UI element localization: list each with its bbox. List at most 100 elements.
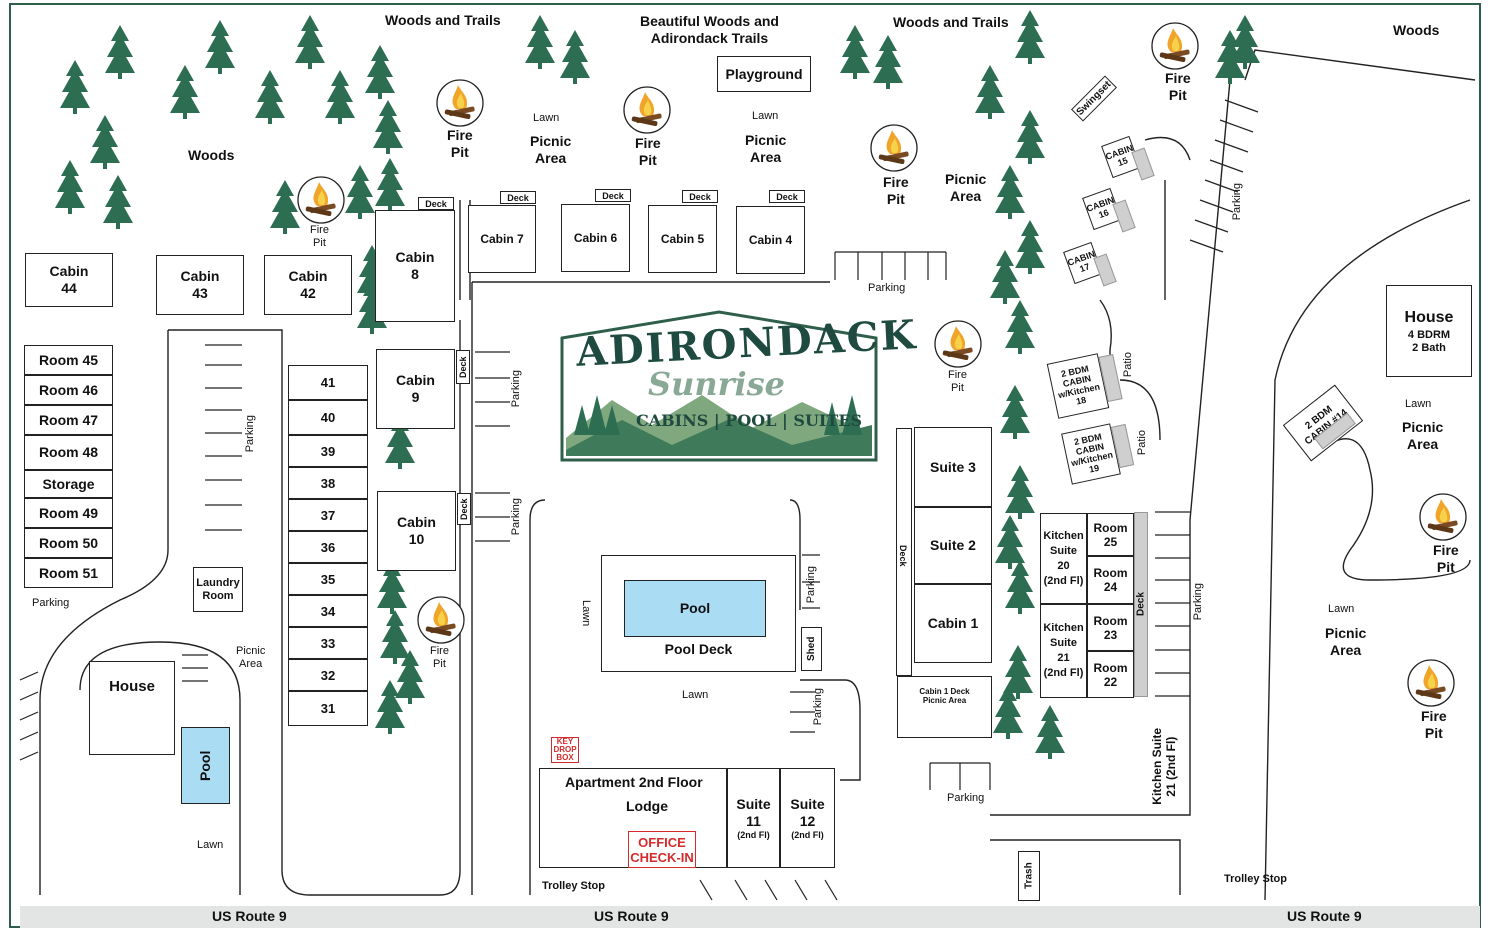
kitchen-suite-21-label: Kitchen Suite 21 (2nd Fl) bbox=[1150, 728, 1178, 805]
house-4bdrm-sub: 4 BDRM 2 Bath bbox=[1407, 329, 1451, 354]
suite-11-floor: (2nd Fl) bbox=[737, 830, 770, 840]
woods-label: Woods bbox=[188, 147, 235, 163]
parking-label: Parking bbox=[947, 792, 985, 804]
lawn-label: Lawn bbox=[1405, 398, 1432, 410]
logo-sign bbox=[560, 310, 878, 462]
parking-label: Parking bbox=[244, 415, 256, 453]
cabin-9: Cabin 9 bbox=[376, 349, 455, 429]
woods-trails-label: Woods and Trails bbox=[893, 14, 1009, 30]
parking-label: Parking bbox=[805, 566, 817, 604]
picnic-area-label: Picnic Area bbox=[745, 132, 787, 165]
lawn-label: Lawn bbox=[197, 839, 224, 851]
fire-pit-label: Fire Pit bbox=[1433, 542, 1459, 575]
suite-11: Suite 11 (2nd Fl) bbox=[727, 768, 780, 868]
rooms-left-block: Room 45 Room 46 Room 47 Room 48 Storage … bbox=[24, 345, 113, 588]
room-34: 34 bbox=[288, 595, 368, 627]
patio-label: Patio bbox=[1136, 430, 1148, 456]
route-label: US Route 9 bbox=[1287, 908, 1362, 924]
fire-pit-label: Fire Pit bbox=[635, 135, 661, 168]
kitchen-suite-21: Kitchen Suite 21 (2nd Fl) bbox=[1040, 604, 1087, 698]
lawn-label: Lawn bbox=[682, 689, 709, 701]
parking-label: Parking bbox=[812, 688, 824, 726]
fire-pit-label: Fire Pit bbox=[883, 174, 909, 207]
cabin-42: Cabin 42 bbox=[264, 255, 352, 315]
room-49: Room 49 bbox=[24, 498, 113, 528]
fire-pit-label: Fire Pit bbox=[430, 645, 449, 670]
pool: Pool bbox=[624, 580, 766, 637]
suite-12: Suite 12 (2nd Fl) bbox=[780, 768, 835, 868]
fire-pit-label: Fire Pit bbox=[948, 369, 967, 394]
parking-label: Parking bbox=[1231, 183, 1243, 221]
suite-11-number: 11 bbox=[746, 813, 761, 829]
parking-label: Parking bbox=[1192, 583, 1204, 621]
apartment-label: Apartment 2nd Floor bbox=[565, 774, 703, 790]
parking-label: Parking bbox=[868, 282, 906, 294]
room-32: 32 bbox=[288, 659, 368, 691]
storage: Storage bbox=[24, 470, 113, 498]
suite-2: Suite 2 bbox=[914, 507, 992, 584]
room-47: Room 47 bbox=[24, 405, 113, 435]
room-35: 35 bbox=[288, 563, 368, 595]
deck: Deck bbox=[456, 350, 470, 384]
house-4bdrm-label: House bbox=[1404, 309, 1454, 326]
office-check-in[interactable]: OFFICE CHECK-IN bbox=[628, 831, 696, 868]
suite-11-label: Suite bbox=[736, 796, 771, 812]
cabin-8: Cabin 8 bbox=[375, 210, 455, 322]
lawn-label: Lawn bbox=[533, 112, 560, 124]
pool-small: Pool bbox=[181, 727, 230, 804]
fire-pit-label: Fire Pit bbox=[447, 127, 473, 160]
logo-script: Sunrise bbox=[648, 365, 786, 403]
cabin-10: Cabin 10 bbox=[377, 491, 456, 571]
logo-tagline: CABINS | POOL | SUITES bbox=[636, 411, 863, 430]
us-route-9-road bbox=[20, 906, 1480, 928]
route-label: US Route 9 bbox=[594, 908, 669, 924]
cabin-4: Cabin 4 bbox=[736, 206, 805, 274]
fire-pit-label: Fire Pit bbox=[310, 224, 329, 249]
room-39: 39 bbox=[288, 435, 368, 467]
picnic-area-label: Picnic Area bbox=[1325, 625, 1367, 658]
deck-strip: Deck bbox=[1134, 512, 1148, 697]
room-37: 37 bbox=[288, 499, 368, 531]
cabin-6: Cabin 6 bbox=[561, 204, 630, 272]
fire-pit-label: Fire Pit bbox=[1165, 70, 1191, 103]
suite-12-label: Suite bbox=[790, 796, 825, 812]
deck: Deck bbox=[682, 190, 718, 203]
room-45: Room 45 bbox=[24, 345, 113, 375]
woods-label: Woods bbox=[1393, 22, 1440, 38]
kitchen-suite-20: Kitchen Suite 20 (2nd Fl) bbox=[1040, 513, 1087, 604]
suite-12-number: 12 bbox=[799, 813, 816, 829]
deck-strip bbox=[896, 428, 912, 676]
woods-trails-label: Beautiful Woods and Adirondack Trails bbox=[640, 13, 779, 46]
suite-12-floor: (2nd Fl) bbox=[791, 830, 824, 840]
cabin-44: Cabin 44 bbox=[25, 253, 113, 307]
rooms-mid-block: 41 40 39 38 37 36 35 34 33 32 31 bbox=[288, 365, 368, 726]
cabin-5: Cabin 5 bbox=[648, 205, 717, 273]
house-4bdrm: House 4 BDRM 2 Bath bbox=[1386, 285, 1472, 377]
laundry-room: Laundry Room bbox=[193, 567, 243, 612]
deck: Deck bbox=[769, 190, 805, 203]
deck: Deck bbox=[418, 197, 454, 210]
deck: Deck bbox=[500, 191, 536, 204]
room-50: Room 50 bbox=[24, 528, 113, 558]
lawn-label: Lawn bbox=[580, 600, 592, 627]
lodge-label: Lodge bbox=[626, 798, 668, 814]
deck-label: Deck bbox=[898, 545, 908, 567]
room-40: 40 bbox=[288, 400, 368, 435]
room-31: 31 bbox=[288, 691, 368, 726]
playground: Playground bbox=[717, 56, 811, 92]
route-label: US Route 9 bbox=[212, 908, 287, 924]
picnic-area-label: Picnic Area bbox=[1402, 419, 1444, 452]
suite-3: Suite 3 bbox=[914, 427, 992, 507]
cabin-43: Cabin 43 bbox=[156, 255, 244, 315]
lawn-label: Lawn bbox=[1328, 603, 1355, 615]
room-48: Room 48 bbox=[24, 435, 113, 470]
picnic-area-label: Picnic Area bbox=[945, 171, 987, 204]
lawn-label: Lawn bbox=[752, 110, 779, 122]
patio-label: Patio bbox=[1122, 352, 1134, 378]
cabin-1-deck-picnic: Cabin 1 Deck Picnic Area bbox=[897, 676, 992, 738]
trash: Trash bbox=[1018, 851, 1040, 901]
cabin-1: Cabin 1 bbox=[914, 584, 992, 663]
key-drop-box: KEY DROP BOX bbox=[551, 737, 579, 763]
parking-label: Parking bbox=[32, 597, 70, 609]
